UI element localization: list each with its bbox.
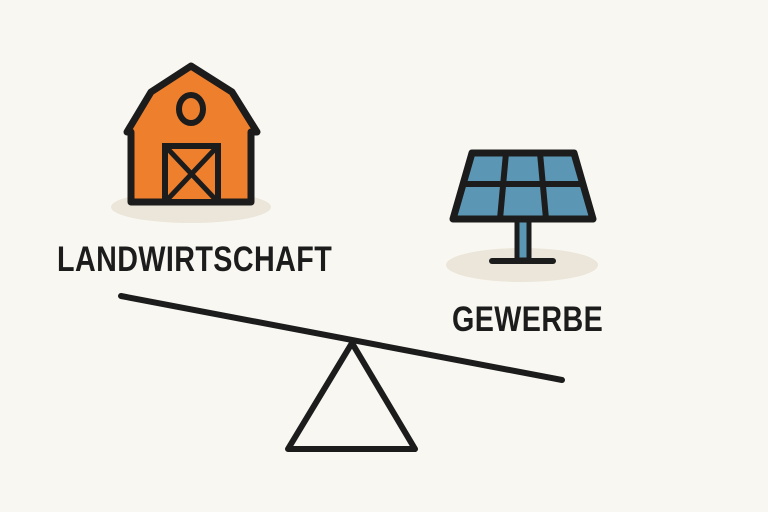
seesaw-balance-icon <box>118 293 565 452</box>
landwirtschaft-label: LANDWIRTSCHAFT <box>57 240 333 279</box>
gewerbe-label: GEWERBE <box>452 300 604 339</box>
solar-panel-icon <box>446 149 598 282</box>
barn-icon <box>111 62 271 223</box>
